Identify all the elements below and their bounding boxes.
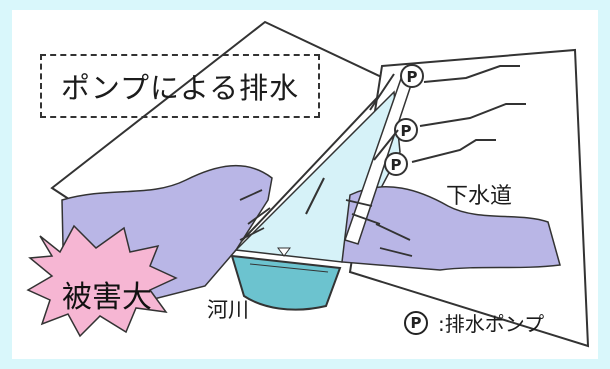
- water-level-icon: [277, 247, 291, 257]
- pump-icon-1: [400, 64, 424, 88]
- sewer-pipe-2: [419, 103, 526, 127]
- discharge-arrow-1: [369, 73, 395, 111]
- pump-icon-3: [384, 152, 408, 176]
- river-label: 河川: [207, 298, 249, 322]
- damage-burst: [26, 224, 178, 338]
- flow-arrow: [239, 189, 263, 201]
- river-water-surface: [249, 263, 329, 273]
- legend-text: :排水ポンプ: [438, 312, 545, 336]
- pump-label-3: P: [391, 156, 402, 174]
- flood-water-right: [341, 186, 561, 271]
- flow-arrow: [379, 247, 413, 257]
- flow-arrow: [247, 207, 271, 225]
- pump-label-2: P: [401, 122, 412, 140]
- flow-arrow: [239, 227, 265, 241]
- flow-arrows: [239, 189, 413, 257]
- flow-arrow-3: [305, 177, 325, 215]
- flow-arrow: [345, 199, 373, 207]
- legend: P :排水ポンプ: [404, 308, 544, 337]
- river-water: [230, 254, 342, 311]
- diagram-title: ポンプによる排水: [60, 71, 300, 105]
- flow-arrow: [351, 213, 381, 225]
- pump-legend-icon: P: [404, 310, 428, 335]
- flow-arrow: [375, 223, 411, 241]
- title-box: ポンプによる排水: [40, 54, 320, 118]
- pump-icon-2: [394, 118, 418, 142]
- pump-label-1: P: [407, 68, 418, 86]
- discharge-arrow-2: [373, 129, 399, 161]
- sewer-label: 下水道: [446, 184, 513, 209]
- damage-label: 被害大: [62, 280, 152, 315]
- sewer-pipe-3: [411, 139, 496, 163]
- sewer-pipe-1: [423, 65, 520, 83]
